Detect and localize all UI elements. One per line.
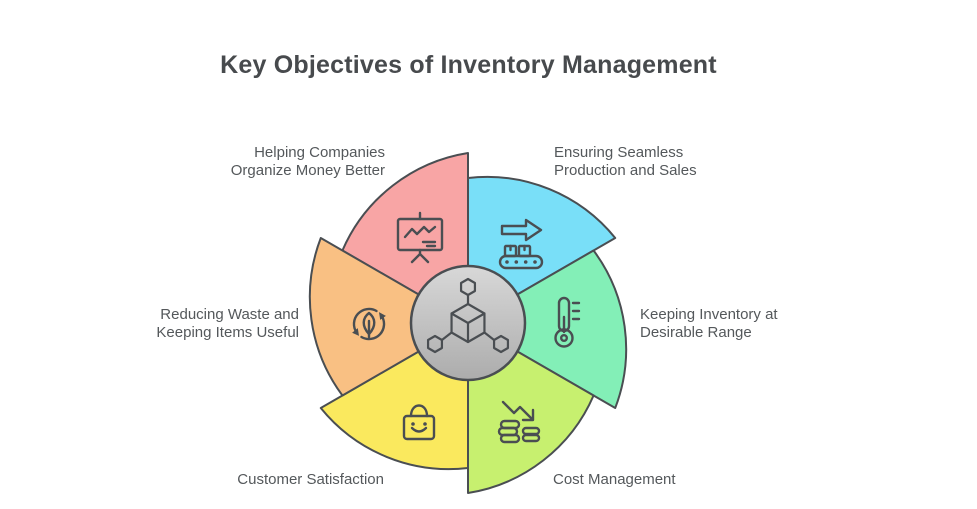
label-line: Desirable Range bbox=[640, 324, 752, 341]
segment-label-keeping-inventory-range: Keeping Inventory at Desirable Range bbox=[640, 306, 778, 342]
leaf-recycle-icon bbox=[352, 307, 386, 341]
diagram-title: Key Objectives of Inventory Management bbox=[220, 51, 717, 79]
label-line: Ensuring Seamless bbox=[554, 144, 684, 161]
label-line: Production and Sales bbox=[554, 162, 697, 179]
coins-decline-arrow-icon bbox=[497, 400, 541, 444]
conveyor-belt-arrow-icon bbox=[498, 218, 544, 270]
thermometer-icon bbox=[554, 296, 581, 348]
label-line: Organize Money Better bbox=[230, 162, 385, 179]
label-line: Helping Companies bbox=[254, 144, 385, 161]
presentation-chart-icon bbox=[396, 211, 444, 264]
label-line: Cost Management bbox=[553, 471, 676, 488]
label-line: Reducing Waste and bbox=[160, 306, 299, 323]
segment-label-ensuring-production-sales: Ensuring Seamless Production and Sales bbox=[554, 144, 697, 180]
segment-label-reducing-waste: Reducing Waste and Keeping Items Useful bbox=[156, 306, 299, 342]
segment-label-customer-satisfaction: Customer Satisfaction bbox=[237, 471, 384, 489]
cube-network-icon bbox=[426, 277, 510, 354]
label-line: Customer Satisfaction bbox=[237, 471, 384, 488]
label-line: Keeping Inventory at bbox=[640, 306, 778, 323]
shopping-bag-smile-icon bbox=[402, 404, 436, 441]
label-line: Keeping Items Useful bbox=[156, 324, 299, 341]
segment-label-cost-management: Cost Management bbox=[553, 471, 676, 489]
segment-label-helping-companies: Helping Companies Organize Money Better bbox=[231, 144, 385, 180]
